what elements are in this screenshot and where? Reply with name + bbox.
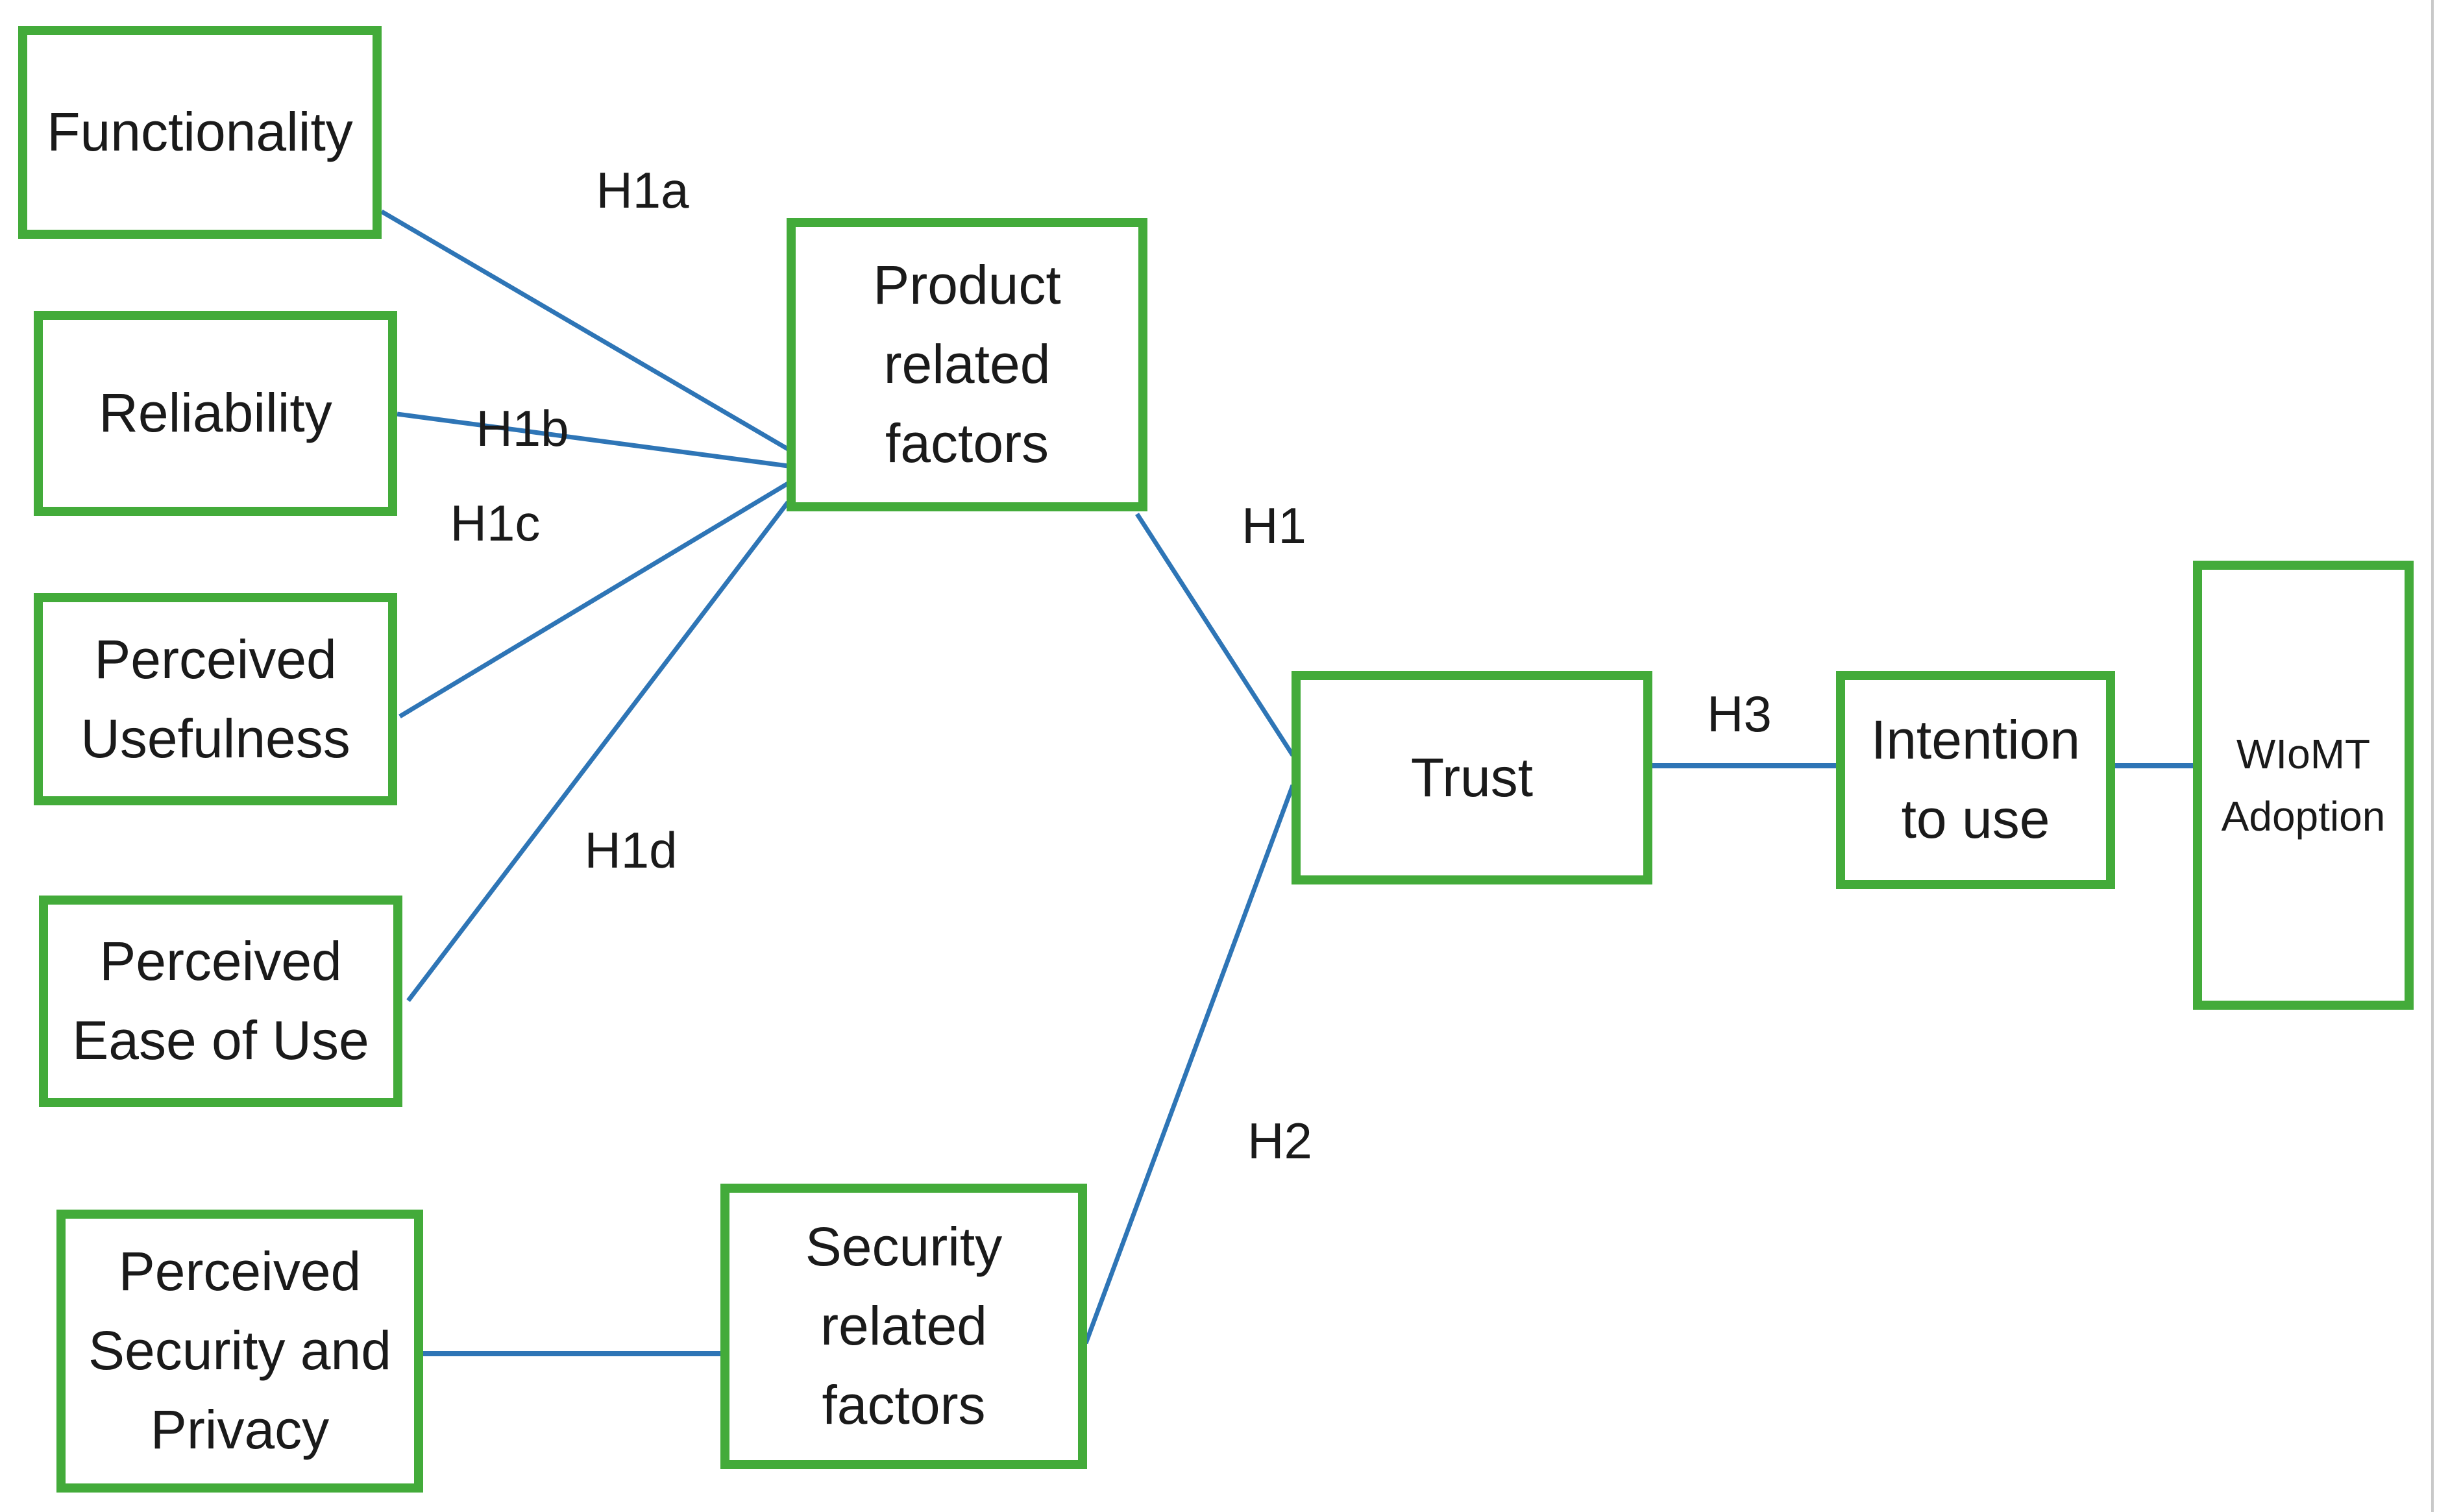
node-reliability: Reliability (34, 311, 397, 516)
node-product-related-factors: Product related factors (787, 218, 1147, 511)
edge-label-h1b: H1b (476, 400, 569, 457)
edge-h1c-line (398, 481, 789, 719)
node-reliability-label: Reliability (99, 382, 332, 444)
node-perceived-usefulness-label: Perceived Usefulness (80, 628, 350, 769)
node-perceived-ease-of-use: Perceived Ease of Use (39, 896, 402, 1107)
node-security-related-factors-label: Security related factors (805, 1216, 1003, 1435)
edge-label-h1d: H1d (584, 822, 678, 879)
node-intention-to-use: Intention to use (1836, 671, 2115, 889)
node-product-related-factors-label: Product related factors (873, 254, 1061, 474)
edge-label-h1c: H1c (450, 494, 541, 552)
edge-h1a-line (380, 209, 789, 452)
node-intention-to-use-label: Intention to use (1870, 709, 2081, 849)
node-functionality: Functionality (18, 26, 382, 239)
node-wiomt-adoption-label: WIoMT Adoption (2221, 731, 2386, 840)
edge-h1d-line (406, 500, 790, 1003)
edge-label-h1: H1 (1242, 497, 1306, 554)
node-perceived-security-and-privacy: Perceived Security and Privacy (56, 1210, 423, 1493)
node-wiomt-adoption: WIoMT Adoption (2193, 561, 2414, 1010)
node-security-related-factors: Security related factors (720, 1184, 1087, 1469)
node-trust: Trust (1292, 671, 1652, 884)
node-trust-label: Trust (1410, 746, 1534, 808)
node-perceived-usefulness: Perceived Usefulness (34, 593, 397, 805)
edge-h1b-line (397, 411, 789, 469)
edge-label-h3: H3 (1707, 685, 1772, 742)
node-functionality-label: Functionality (47, 101, 353, 163)
node-perceived-security-and-privacy-label: Perceived Security and Privacy (88, 1241, 391, 1460)
edge-label-h2: H2 (1247, 1112, 1312, 1169)
edge-h1-line (1135, 513, 1295, 757)
edge-h2-line (1083, 784, 1295, 1345)
edge-label-h1a: H1a (596, 162, 689, 219)
node-perceived-ease-of-use-label: Perceived Ease of Use (72, 931, 369, 1071)
